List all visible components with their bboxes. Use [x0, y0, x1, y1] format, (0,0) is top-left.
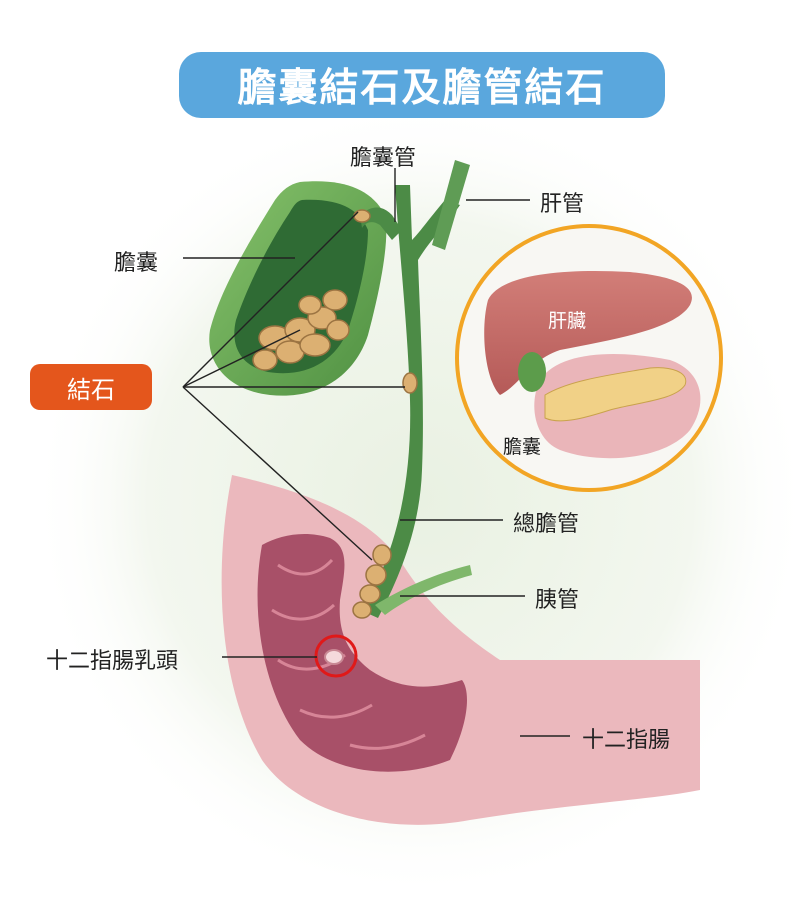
- duodenum-folds: [271, 558, 426, 750]
- duodenum-lumen: [257, 534, 467, 772]
- papilla-highlight-circle: [314, 634, 358, 678]
- papilla-stones: [352, 544, 392, 619]
- label-gallbladder: 膽囊: [114, 251, 159, 276]
- label-hepatic-duct: 肝管: [540, 192, 585, 217]
- label-duodenal-papilla: 十二指腸乳頭: [46, 649, 179, 674]
- label-duodenum: 十二指腸: [582, 728, 671, 753]
- cystic-duct-stone: [353, 209, 371, 223]
- common-bile-duct: [360, 185, 460, 618]
- leader-lines: [182, 168, 570, 737]
- gallbladder-stones: [252, 289, 350, 371]
- inset-gallbladder: [518, 352, 546, 392]
- hepatic-duct: [432, 160, 470, 250]
- label-stones: 結石: [30, 364, 152, 410]
- bile-duct-stone: [402, 372, 418, 394]
- inset-label-liver: 肝臟: [548, 310, 587, 332]
- inset-liver: [484, 270, 692, 395]
- pancreatic-duct: [375, 565, 472, 615]
- label-cystic-duct: 膽囊管: [350, 146, 417, 171]
- inset-label-gallbladder: 膽囊: [503, 436, 542, 458]
- papilla: [324, 649, 344, 665]
- page-title: 膽囊結石及膽管結石: [179, 52, 665, 118]
- label-common-bile-duct: 總膽管: [513, 512, 580, 537]
- label-pancreatic-duct: 胰管: [535, 588, 580, 613]
- inset-pancreas: [544, 367, 687, 422]
